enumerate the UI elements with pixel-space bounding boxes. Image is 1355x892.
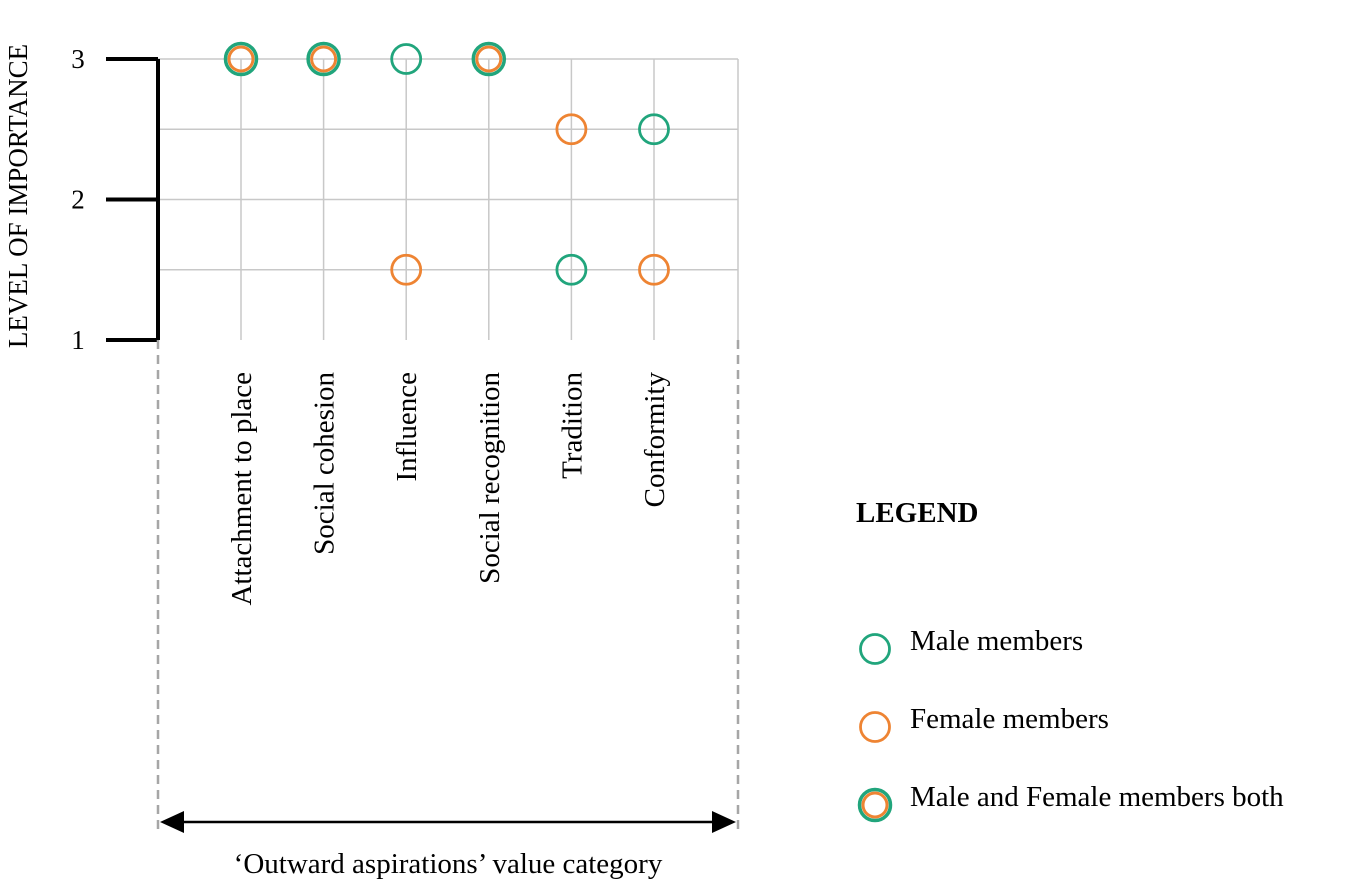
- x-category-label: Social recognition: [474, 372, 506, 584]
- point: [227, 45, 255, 73]
- x-category-label: Social cohesion: [309, 372, 341, 555]
- legend-label: Female members: [910, 703, 1109, 735]
- data-points: [223, 41, 670, 286]
- x-category-label: Influence: [391, 372, 423, 482]
- y-axis: 1 2 3: [71, 44, 160, 355]
- legend-title: LEGEND: [856, 497, 978, 529]
- range-arrow-left-head: [160, 811, 184, 833]
- point: [390, 43, 423, 75]
- legend-marker: [859, 633, 891, 665]
- legend-label: Male members: [910, 625, 1083, 657]
- y-tick-label: 1: [71, 325, 85, 355]
- x-category-label: Conformity: [639, 372, 671, 508]
- point-outer: [223, 41, 259, 77]
- point: [555, 113, 588, 146]
- point-outer: [306, 41, 341, 77]
- y-axis-label: LEVEL OF IMPORTANCE: [3, 44, 33, 348]
- x-category-label: Attachment to place: [226, 372, 258, 606]
- legend-label: Male and Female members both: [910, 781, 1284, 813]
- point: [555, 253, 588, 286]
- legend-marker: [861, 791, 889, 819]
- x-axis-label: ‘Outward aspirations’ value category: [234, 848, 663, 880]
- point-outer: [471, 41, 507, 77]
- point: [475, 45, 503, 73]
- point: [310, 45, 338, 73]
- grid: [158, 58, 739, 340]
- y-tick-label: 3: [71, 44, 85, 74]
- x-category-label: Tradition: [556, 372, 588, 479]
- point: [390, 253, 423, 286]
- range-arrow-right-head: [712, 811, 736, 833]
- y-tick-label: 2: [71, 185, 85, 215]
- x-category-labels: Attachment to place Social cohesion Influe…: [226, 372, 671, 606]
- point: [638, 113, 670, 146]
- legend-marker: [859, 711, 891, 743]
- x-range-bracket: [156, 340, 740, 833]
- point: [638, 253, 670, 286]
- legend-marker-outer: [857, 787, 893, 823]
